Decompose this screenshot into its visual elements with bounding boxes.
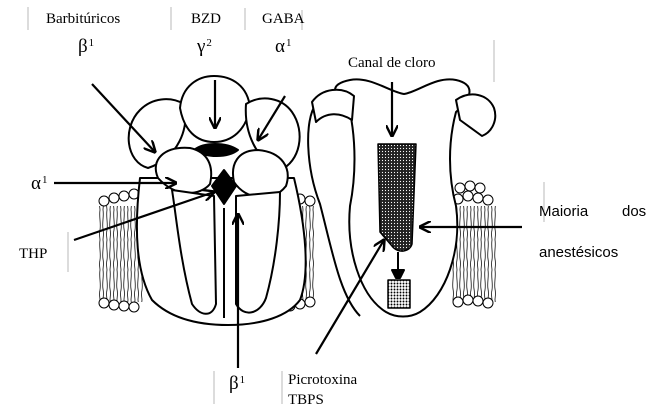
- label-tbps: TBPS: [288, 393, 324, 408]
- receptor-left: [129, 76, 306, 325]
- label-beta-bottom: β1: [229, 374, 245, 393]
- label-beta-top: β1: [78, 37, 94, 56]
- label-barbituricos: Barbitúricos: [46, 12, 120, 27]
- pore-lower-segment: [388, 280, 410, 308]
- label-bzd: BZD: [191, 12, 221, 27]
- label-anestesicos: anestésicos: [539, 245, 618, 260]
- chloride-pore: [378, 144, 416, 251]
- receptor-right-outer-right: [456, 94, 495, 136]
- label-picrotoxina: Picrotoxina: [288, 373, 357, 388]
- label-gaba: GABA: [262, 12, 305, 27]
- membrane-tails-right: [452, 206, 496, 302]
- receptor-right-outer-left: [312, 90, 354, 122]
- subunit-front-right: [233, 150, 288, 198]
- label-maioria: Maioria: [539, 204, 588, 219]
- label-gamma-top: γ2: [197, 37, 212, 56]
- label-alpha-top: α1: [275, 37, 291, 56]
- label-thp: THP: [19, 247, 47, 262]
- label-dos: dos: [622, 204, 646, 219]
- label-canal-de-cloro: Canal de cloro: [348, 56, 435, 71]
- label-alpha-left: α1: [31, 174, 47, 193]
